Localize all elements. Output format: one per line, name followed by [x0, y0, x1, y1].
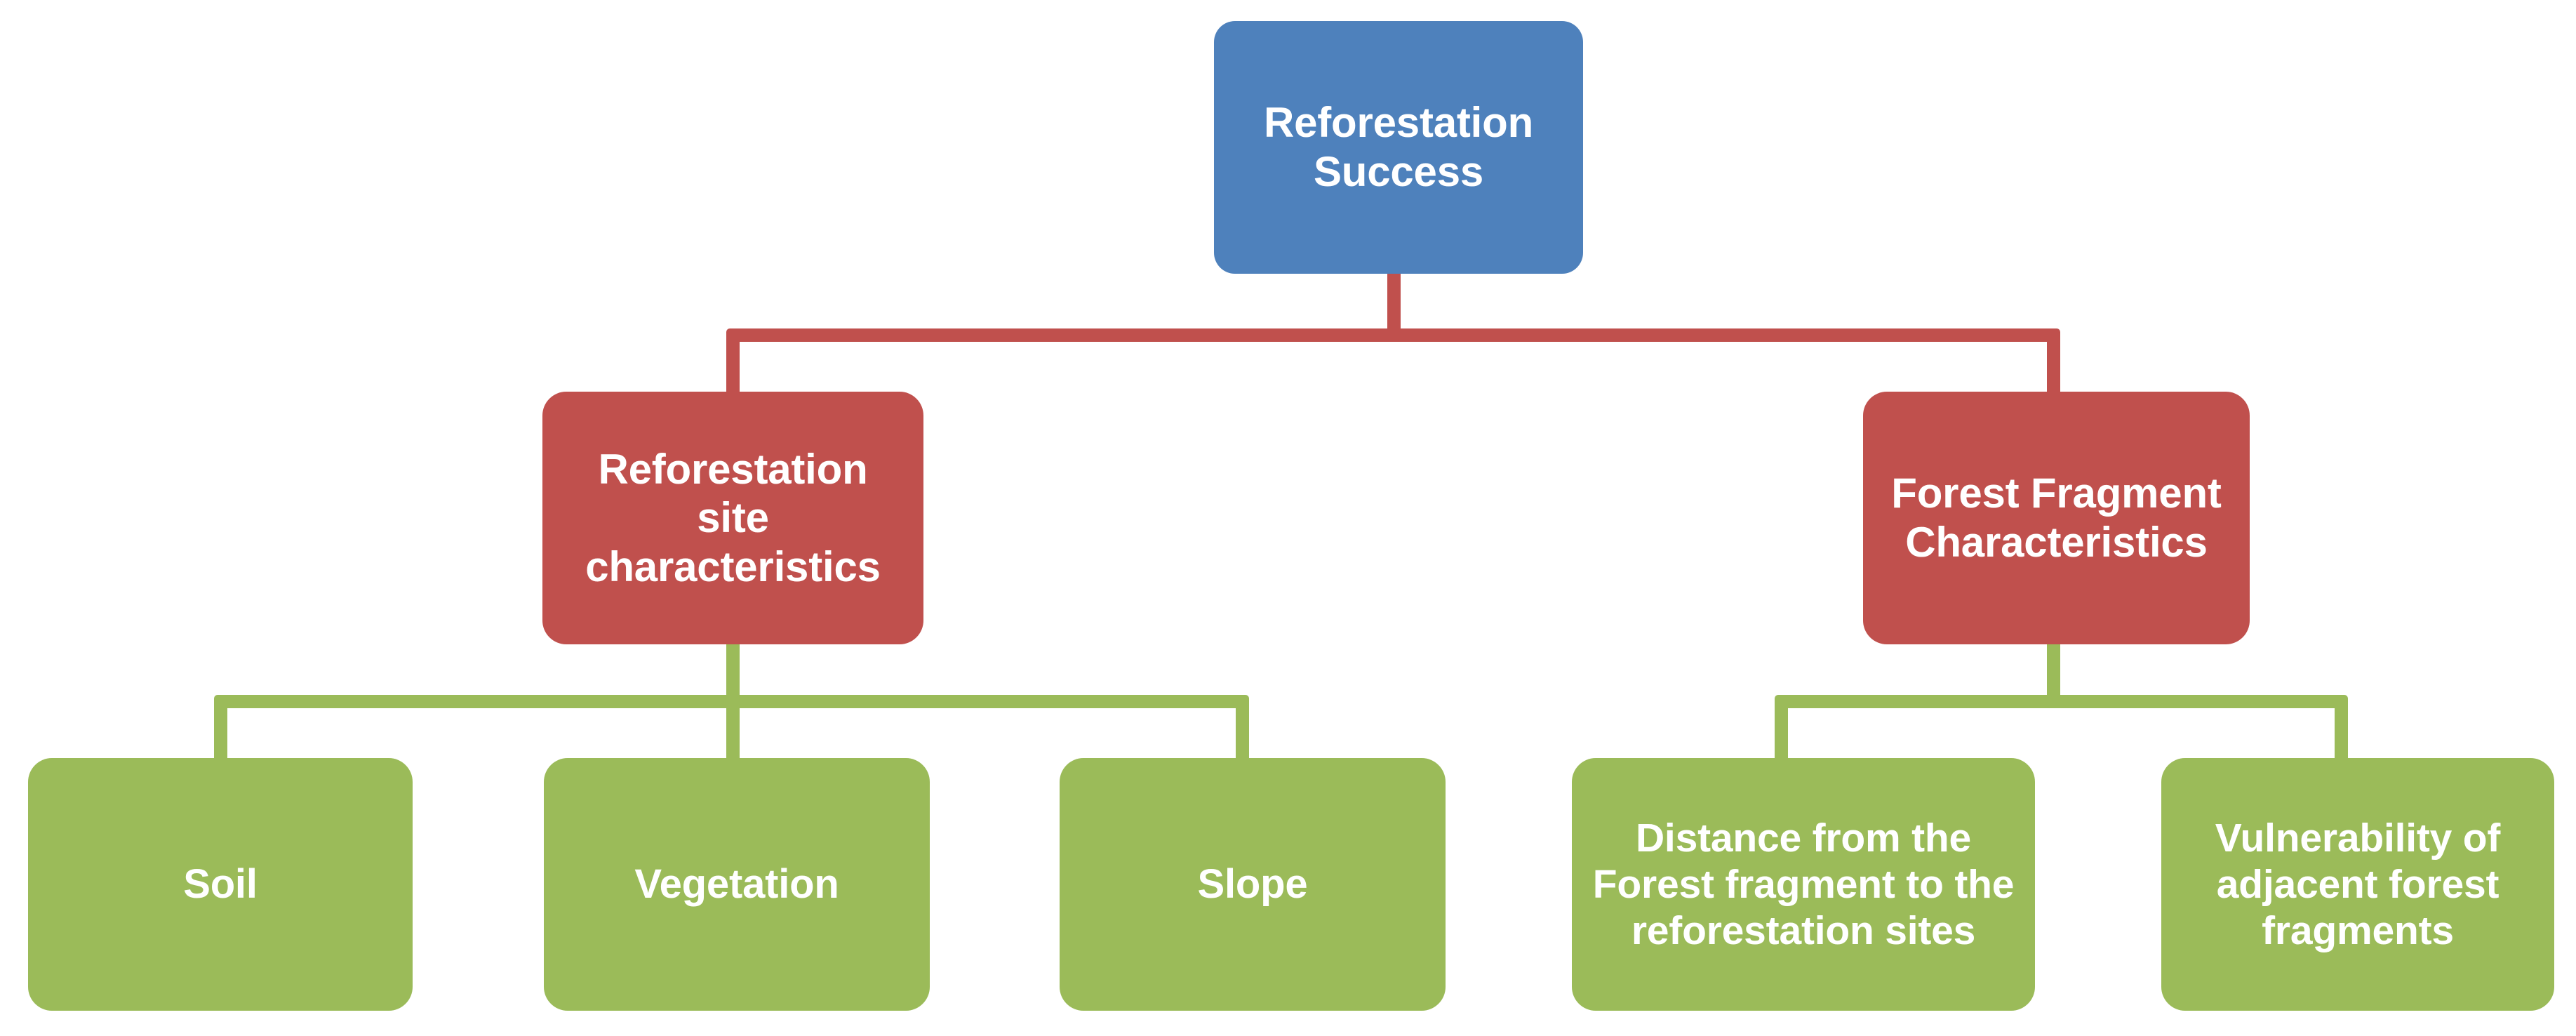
node-reforestation-success[interactable]: Reforestation Success: [1214, 21, 1583, 274]
node-distance-from-forest-fragment[interactable]: Distance from the Forest fragment to the…: [1572, 758, 2035, 1011]
connector-root-stem: [1387, 274, 1401, 330]
node-soil[interactable]: Soil: [28, 758, 413, 1011]
node-reforestation-site-characteristics[interactable]: Reforestation site characteristics: [542, 392, 923, 644]
connector-left-branch-stem: [726, 644, 740, 696]
connector-leaf-slope-drop: [1236, 695, 1249, 759]
connector-right-leaves-horizontal-bar: [1775, 695, 2348, 708]
node-vulnerability-adjacent-forest-fragments[interactable]: Vulnerability of adjacent forest fragmen…: [2161, 758, 2554, 1011]
node-slope[interactable]: Slope: [1060, 758, 1446, 1011]
connector-branch-left-drop: [726, 328, 740, 393]
node-vegetation[interactable]: Vegetation: [544, 758, 930, 1011]
connector-leaf-distance-drop: [1775, 695, 1788, 759]
connector-branch-horizontal-bar: [726, 328, 2060, 342]
connector-leaf-soil-drop: [214, 695, 227, 759]
connector-right-branch-stem: [2047, 644, 2060, 696]
connector-leaf-vegetation-drop: [726, 695, 740, 759]
connector-leaf-vulnerability-drop: [2335, 695, 2348, 759]
connector-branch-right-drop: [2047, 328, 2060, 393]
node-forest-fragment-characteristics[interactable]: Forest Fragment Characteristics: [1863, 392, 2250, 644]
